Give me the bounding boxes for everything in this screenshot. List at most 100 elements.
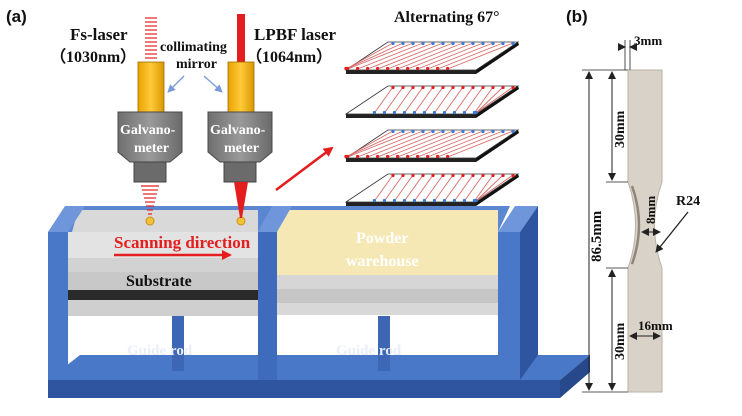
scan-track-start-dot bbox=[471, 85, 475, 90]
fs-galvanometer bbox=[117, 111, 183, 163]
dim-grip-bottom-label: 30mm bbox=[613, 322, 628, 360]
scan-track-start-dot bbox=[401, 85, 405, 90]
scan-track bbox=[447, 42, 514, 70]
scan-track bbox=[474, 174, 494, 202]
scan-track-end-dot bbox=[436, 154, 440, 159]
scan-track-end-dot bbox=[474, 110, 478, 115]
scan-track-start-dot bbox=[411, 85, 415, 90]
fs-laser-beam-out bbox=[141, 185, 159, 215]
substrate-bottom-layer bbox=[68, 300, 258, 316]
collimating-arrow-right bbox=[203, 75, 223, 93]
scan-track-start-dot bbox=[431, 41, 435, 46]
scan-track bbox=[427, 42, 494, 70]
scan-track-start-dot bbox=[481, 129, 485, 134]
scan-track bbox=[374, 86, 394, 114]
chamber-walls bbox=[48, 206, 538, 380]
scan-track-start-dot bbox=[401, 173, 405, 178]
scan-track bbox=[434, 174, 454, 202]
scan-track bbox=[475, 86, 514, 114]
scan-track bbox=[427, 130, 494, 158]
build-chamber bbox=[48, 206, 275, 316]
scan-track bbox=[475, 174, 504, 202]
scan-track-end-dot bbox=[402, 198, 406, 203]
scan-track-end-dot bbox=[392, 110, 396, 115]
scan-track-start-dot bbox=[491, 41, 495, 46]
scan-track-end-dot bbox=[372, 110, 376, 115]
scan-track bbox=[424, 174, 444, 202]
scan-track-end-dot bbox=[396, 154, 400, 159]
scan-track-start-dot bbox=[421, 41, 425, 46]
scan-track-end-dot bbox=[436, 66, 440, 71]
scan-track-start-dot bbox=[411, 129, 415, 134]
guide-rods bbox=[172, 316, 390, 371]
scan-track-start-dot bbox=[461, 41, 465, 46]
powder-bed bbox=[277, 210, 498, 275]
scan-track bbox=[345, 42, 394, 70]
scan-track bbox=[394, 174, 414, 202]
alternating-label: Alternating 67° bbox=[394, 9, 500, 26]
scan-track-start-dot bbox=[421, 129, 425, 134]
scan-track bbox=[384, 174, 404, 202]
scan-track bbox=[434, 86, 454, 114]
dim-top-width-label: 3mm bbox=[634, 33, 662, 48]
scan-track bbox=[454, 86, 474, 114]
scan-track bbox=[345, 130, 404, 158]
scan-track-start-dot bbox=[461, 129, 465, 134]
scan-track-start-dot bbox=[451, 173, 455, 178]
scan-track-end-dot bbox=[396, 66, 400, 71]
scan-track bbox=[394, 86, 414, 114]
scan-track bbox=[345, 42, 404, 70]
scan-track-end-dot bbox=[382, 110, 386, 115]
scan-layer-edge bbox=[346, 114, 476, 118]
scan-track bbox=[444, 174, 464, 202]
scan-track-end-dot bbox=[442, 198, 446, 203]
scanning-direction-label: Scanning direction bbox=[114, 233, 251, 252]
scan-track-start-dot bbox=[491, 173, 495, 178]
scan-track-start-dot bbox=[501, 129, 505, 134]
fs-laser-beam-in bbox=[145, 17, 157, 59]
lpbf-galvanometer-label-line2: meter bbox=[224, 141, 259, 156]
dim-gauge-width-label: 8mm bbox=[643, 196, 658, 224]
scan-track-end-dot bbox=[426, 66, 430, 71]
scan-track-end-dot bbox=[386, 66, 390, 71]
scan-track bbox=[357, 130, 424, 158]
scan-track bbox=[414, 174, 434, 202]
lpbf-laser-beam-out bbox=[234, 182, 248, 218]
scan-layer-edge bbox=[346, 158, 476, 162]
scan-layers bbox=[344, 41, 520, 206]
fs-laser-name: Fs-laser bbox=[70, 25, 128, 44]
scan-track-start-dot bbox=[491, 129, 495, 134]
scan-track-start-dot bbox=[391, 173, 395, 178]
scan-track-start-dot bbox=[441, 41, 445, 46]
scan-track bbox=[475, 86, 504, 114]
scan-layer-edge bbox=[346, 70, 476, 74]
fs-laser-assembly bbox=[117, 17, 183, 215]
scan-track-start-dot bbox=[421, 173, 425, 178]
scan-track-start-dot bbox=[481, 41, 485, 46]
scan-track bbox=[437, 42, 504, 70]
scan-track bbox=[464, 174, 484, 202]
scan-track-end-dot bbox=[402, 110, 406, 115]
scan-track-end-dot bbox=[346, 66, 350, 71]
dim-radius-leader bbox=[655, 211, 689, 253]
scan-track-start-dot bbox=[471, 129, 475, 134]
scan-track bbox=[407, 42, 474, 70]
scan-track-start-dot bbox=[401, 129, 405, 134]
collimating-mirror-line2: mirror bbox=[176, 57, 217, 72]
panel-a-label: (a) bbox=[6, 7, 27, 26]
scan-track-start-dot bbox=[501, 85, 505, 90]
scan-track bbox=[454, 174, 474, 202]
scan-track-end-dot bbox=[412, 110, 416, 115]
scan-track bbox=[345, 130, 394, 158]
scan-layer bbox=[344, 173, 520, 203]
scan-track-start-dot bbox=[481, 85, 485, 90]
scan-track bbox=[444, 86, 464, 114]
scan-track bbox=[447, 130, 514, 158]
scan-track-end-dot bbox=[422, 198, 426, 203]
scan-track-start-dot bbox=[421, 85, 425, 90]
scan-track-end-dot bbox=[366, 66, 370, 71]
scan-layer-side bbox=[476, 174, 519, 206]
scan-track-end-dot bbox=[452, 110, 456, 115]
dim-grip-width-label: 16mm bbox=[638, 318, 673, 333]
